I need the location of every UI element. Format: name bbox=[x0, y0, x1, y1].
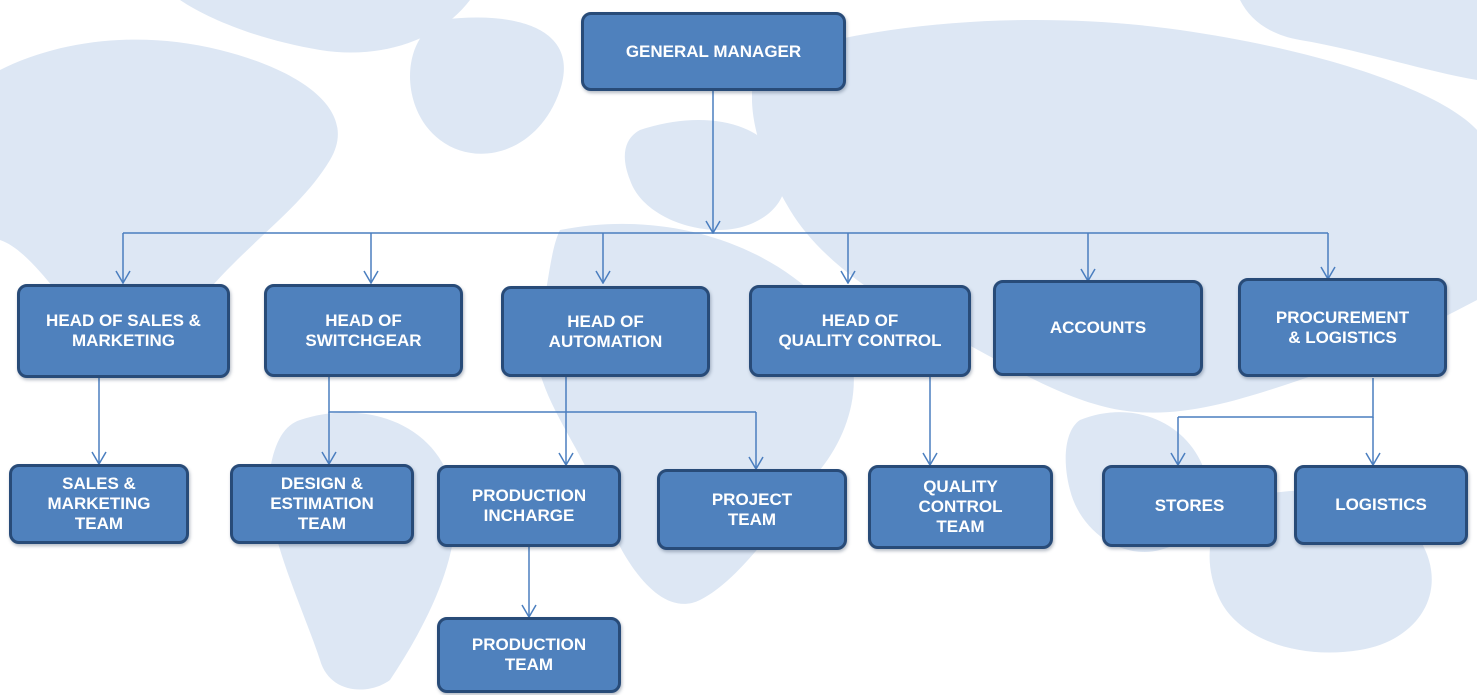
node-label-line: CONTROL bbox=[918, 497, 1003, 516]
node-label-line: SALES & bbox=[62, 474, 136, 493]
node-label-line: MARKETING bbox=[72, 331, 175, 350]
node-accounts: ACCOUNTS bbox=[993, 280, 1203, 376]
node-stores: STORES bbox=[1102, 465, 1277, 547]
node-logistics: LOGISTICS bbox=[1294, 465, 1468, 545]
node-label-line: TEAM bbox=[74, 514, 124, 533]
node-label-line: STORES bbox=[1154, 496, 1225, 515]
node-label-line: QUALITY bbox=[923, 477, 998, 496]
node-label-line: HEAD OF bbox=[821, 311, 899, 330]
node-label-line: MARKETING bbox=[47, 494, 151, 513]
node-general-manager: GENERAL MANAGER bbox=[581, 12, 846, 91]
connector-switchgear-bus bbox=[328, 377, 756, 413]
node-head-of-sales-marketing: HEAD OF SALES &MARKETING bbox=[17, 284, 230, 378]
node-label-line: PRODUCTION bbox=[471, 635, 587, 654]
node-label-line: PROJECT bbox=[711, 489, 793, 509]
node-label-line: HEAD OF bbox=[325, 310, 402, 330]
node-label-line: ESTIMATION bbox=[270, 494, 374, 513]
node-label-line: HEAD OF bbox=[567, 311, 644, 331]
node-procurement-logistics: PROCUREMENT& LOGISTICS bbox=[1238, 278, 1447, 377]
node-label-line: INCHARGE bbox=[483, 506, 575, 525]
node-label-line: PRODUCTION bbox=[471, 486, 587, 505]
connector-procurement-bus bbox=[1178, 378, 1374, 418]
node-label-line: TEAM bbox=[297, 514, 347, 533]
node-label-line: & LOGISTICS bbox=[1288, 327, 1397, 347]
node-label-line: DESIGN & bbox=[280, 474, 364, 493]
node-label-line: GENERAL MANAGER bbox=[625, 41, 802, 61]
node-label-line: QUALITY CONTROL bbox=[778, 331, 942, 350]
node-label-line: PROCUREMENT bbox=[1275, 307, 1410, 327]
node-label-line: TEAM bbox=[936, 517, 985, 536]
node-label-line: HEAD OF SALES & bbox=[46, 311, 201, 330]
node-label-line: ACCOUNTS bbox=[1049, 318, 1147, 337]
node-label-line: LOGISTICS bbox=[1335, 495, 1427, 514]
node-label-line: AUTOMATION bbox=[548, 331, 663, 351]
node-label-line: TEAM bbox=[727, 509, 777, 529]
node-label-line: TEAM bbox=[504, 655, 554, 674]
node-label-line: SWITCHGEAR bbox=[305, 330, 422, 350]
